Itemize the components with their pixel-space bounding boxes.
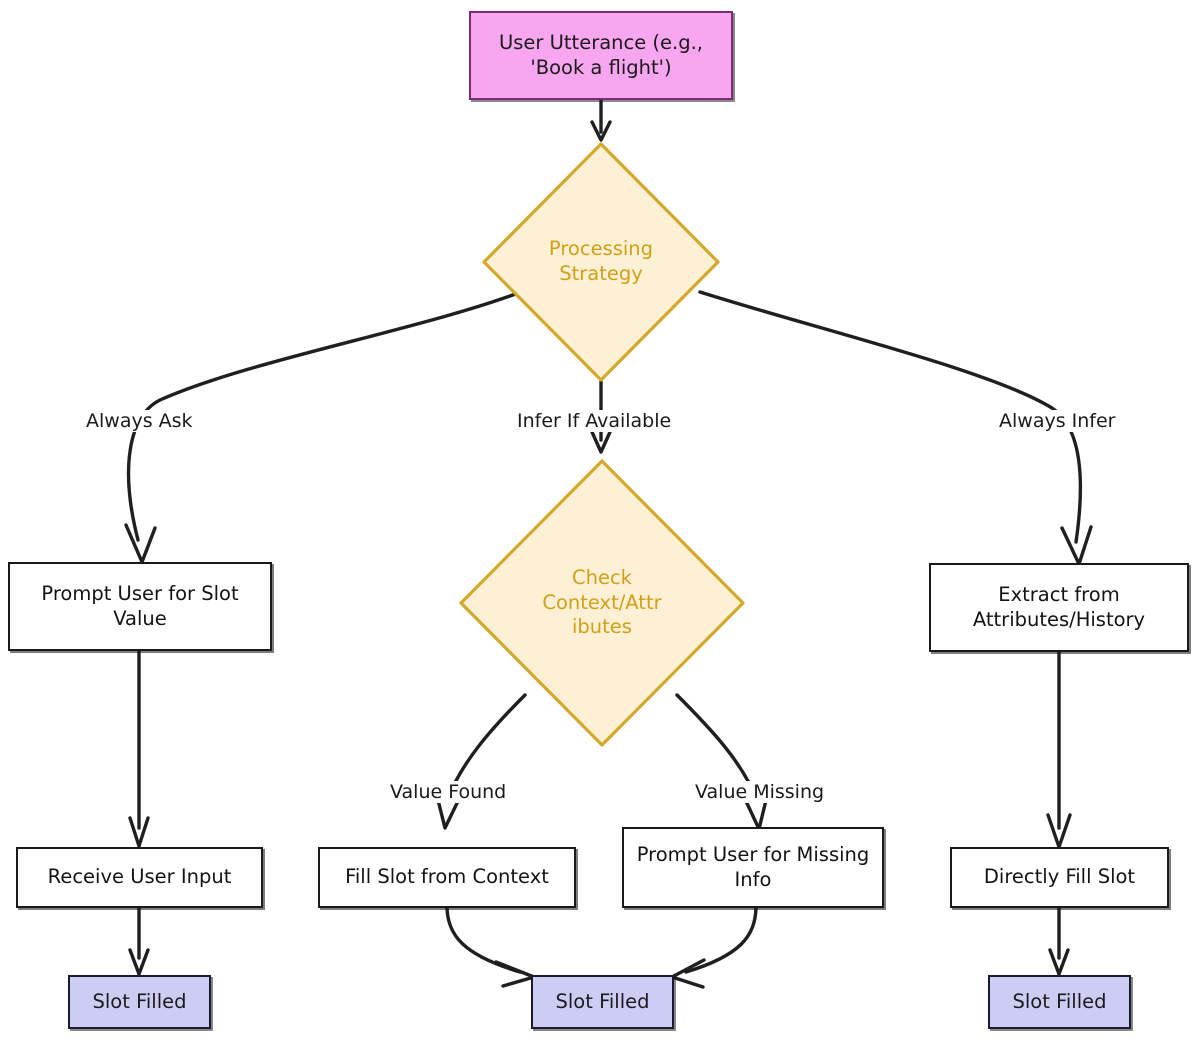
diamond-shape-check-context bbox=[459, 459, 745, 747]
edge-label-infer-if-available: Infer If Available bbox=[515, 410, 674, 432]
node-slot-filled-center-label: Slot Filled bbox=[555, 989, 650, 1013]
node-fill-slot-from-context-label: Fill Slot from Context bbox=[345, 865, 549, 889]
node-slot-filled-right-label: Slot Filled bbox=[1012, 989, 1107, 1013]
node-check-context-attributes[interactable]: Check Context/Attr ibutes bbox=[458, 458, 746, 748]
diamond-shape-processing-strategy bbox=[482, 142, 720, 382]
edge-promptmissing-to-slotfilled-center bbox=[670, 906, 758, 989]
edge-utterance-to-strategy bbox=[590, 98, 612, 142]
node-slot-filled-left-label: Slot Filled bbox=[92, 989, 187, 1013]
node-prompt-user-for-missing-info-label: Prompt User for Missing Info bbox=[636, 842, 870, 891]
node-prompt-user-for-slot-value-label: Prompt User for Slot Value bbox=[41, 581, 239, 630]
node-slot-filled-right[interactable]: Slot Filled bbox=[988, 975, 1131, 1029]
edge-prompt-to-receive bbox=[128, 649, 150, 848]
node-processing-strategy[interactable]: Processing Strategy bbox=[481, 141, 721, 383]
node-extract-from-attributes-history-label: Extract from Attributes/History bbox=[972, 582, 1146, 631]
node-receive-user-input[interactable]: Receive User Input bbox=[16, 847, 263, 908]
node-processing-strategy-label: Processing Strategy bbox=[548, 237, 654, 285]
node-prompt-user-for-slot-value[interactable]: Prompt User for Slot Value bbox=[8, 562, 272, 651]
node-fill-slot-from-context[interactable]: Fill Slot from Context bbox=[318, 847, 576, 908]
node-prompt-user-for-missing-info[interactable]: Prompt User for Missing Info bbox=[622, 827, 884, 908]
node-slot-filled-left[interactable]: Slot Filled bbox=[68, 975, 211, 1029]
edge-fillcontext-to-slotfilled-center bbox=[445, 906, 536, 988]
edge-label-always-infer: Always Infer bbox=[997, 410, 1118, 432]
edge-directfill-to-slotfilled-right bbox=[1048, 906, 1070, 976]
node-directly-fill-slot[interactable]: Directly Fill Slot bbox=[950, 847, 1169, 908]
node-receive-user-input-label: Receive User Input bbox=[47, 865, 232, 889]
node-user-utterance-label: User Utterance (e.g., 'Book a flight') bbox=[498, 30, 704, 79]
node-directly-fill-slot-label: Directly Fill Slot bbox=[983, 865, 1136, 889]
edge-label-value-missing: Value Missing bbox=[693, 781, 827, 803]
node-slot-filled-center[interactable]: Slot Filled bbox=[531, 975, 674, 1029]
edge-receive-to-slotfilled-left bbox=[128, 906, 150, 976]
node-user-utterance[interactable]: User Utterance (e.g., 'Book a flight') bbox=[469, 11, 733, 100]
edge-extract-to-directfill bbox=[1046, 650, 1072, 849]
edge-label-always-ask: Always Ask bbox=[84, 410, 195, 432]
node-extract-from-attributes-history[interactable]: Extract from Attributes/History bbox=[929, 563, 1189, 652]
node-check-context-attributes-label: Check Context/Attr ibutes bbox=[542, 565, 662, 639]
edge-label-value-found: Value Found bbox=[388, 781, 509, 803]
